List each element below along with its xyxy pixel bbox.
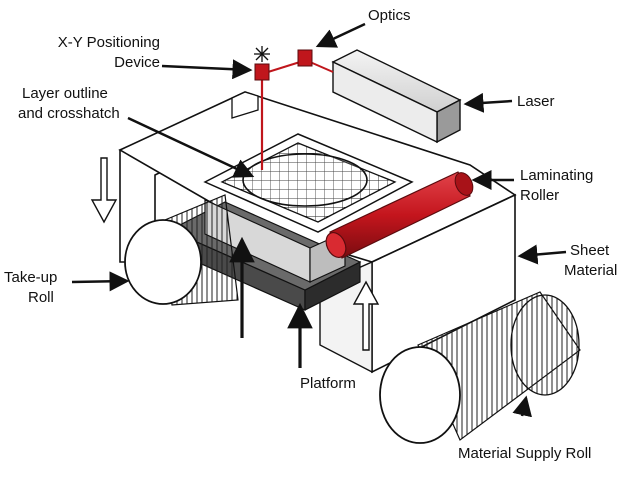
label-roller-line1: Laminating: [520, 167, 593, 184]
label-xy-line1: X-Y Positioning: [58, 34, 160, 51]
label-takeup-line1: Take-up: [4, 269, 57, 286]
label-xy-line2: Device: [114, 54, 160, 71]
label-optics: Optics: [368, 7, 411, 24]
xy-device-box: [254, 63, 270, 81]
label-platform: Platform: [300, 375, 356, 392]
labels: X-Y Positioning Device Optics Layer outl…: [4, 7, 617, 462]
label-sheet-line2: Material: [564, 262, 617, 279]
label-roller-line2: Roller: [520, 187, 559, 204]
layer-sheet: [203, 133, 414, 233]
label-supply: Material Supply Roll: [458, 445, 591, 462]
label-layer-line2: and crosshatch: [18, 105, 120, 122]
leader-lines: [71, 22, 567, 418]
layer-outline-ellipse: [242, 153, 368, 207]
laser-unit: [331, 49, 462, 144]
label-takeup-line2: Roll: [28, 289, 54, 306]
label-sheet-line1: Sheet: [570, 242, 610, 259]
platform-up-hollow-arrow: [352, 280, 380, 351]
label-laser: Laser: [517, 93, 555, 110]
beam-optics-to-xy: [267, 61, 301, 73]
laminating-roller: [325, 171, 474, 259]
beam-laser-to-optics: [309, 61, 334, 73]
supply-roll: [379, 291, 581, 444]
takeup-down-arrow: [90, 157, 118, 224]
motion-arrows: [90, 157, 380, 368]
label-layer-line1: Layer outline: [22, 85, 108, 102]
optics-assembly: [254, 46, 334, 170]
takeup-roll: [124, 194, 239, 306]
xy-direction-icon: [254, 46, 270, 62]
optics-box: [297, 49, 313, 67]
